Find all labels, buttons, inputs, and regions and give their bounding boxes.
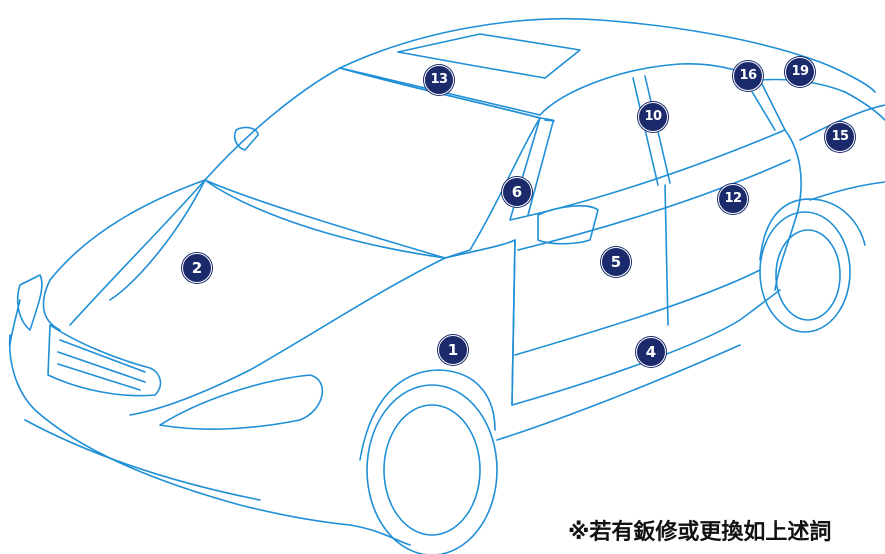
marker-5-label: 5 — [610, 253, 622, 271]
marker-16: 16 — [733, 61, 763, 91]
marker-2-label: 2 — [191, 259, 203, 277]
marker-12-label: 12 — [724, 191, 742, 206]
marker-6: 6 — [502, 177, 532, 207]
repair-note: ※若有鈑修或更換如上述詞 — [568, 520, 832, 545]
marker-10-label: 10 — [644, 109, 662, 124]
marker-10: 10 — [638, 102, 668, 132]
marker-13-label: 13 — [430, 72, 448, 87]
marker-19: 19 — [785, 57, 815, 87]
marker-15-label: 15 — [831, 129, 849, 144]
marker-1: 1 — [438, 335, 468, 365]
marker-13: 13 — [424, 65, 454, 95]
marker-6-label: 6 — [511, 183, 523, 201]
marker-16-label: 16 — [739, 68, 757, 83]
marker-5: 5 — [601, 247, 631, 277]
marker-4: 4 — [636, 337, 666, 367]
marker-12: 12 — [718, 184, 748, 214]
marker-19-label: 19 — [791, 64, 809, 79]
marker-2: 2 — [182, 253, 212, 283]
marker-15: 15 — [825, 122, 855, 152]
marker-4-label: 4 — [645, 343, 657, 361]
marker-1-label: 1 — [447, 341, 459, 359]
